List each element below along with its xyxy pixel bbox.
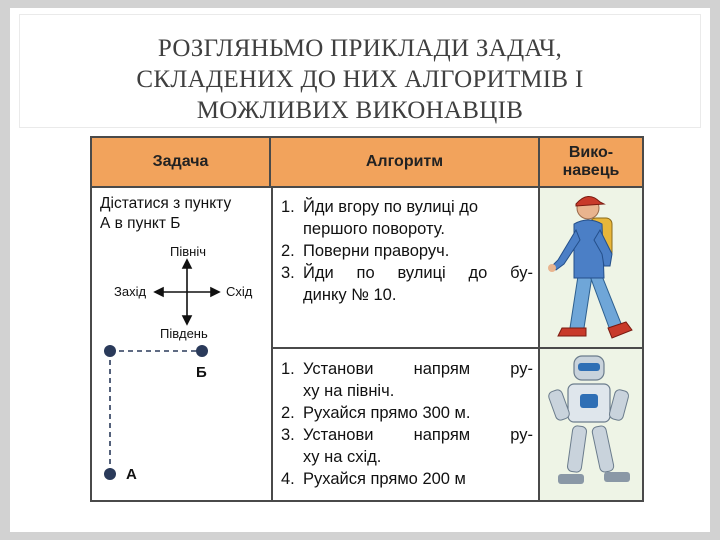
title-line-3: МОЖЛИВИХ ВИКОНАВЦІВ — [196, 97, 524, 124]
task-line-2: А в пункт Б — [100, 215, 181, 232]
step-line: Установи напрям ру- — [303, 426, 533, 444]
algorithm-1-step-1: 1. Йди вгору по вулиці до першого поворо… — [281, 196, 533, 240]
step-number: 4. — [281, 470, 295, 488]
compass-east-label: Схід — [226, 284, 253, 299]
route-lines — [109, 350, 202, 474]
header-executor: Вико- навець — [540, 138, 642, 186]
step-line: першого повороту. — [303, 220, 445, 238]
step-line: Рухайся прямо 300 м. — [303, 404, 471, 422]
step-line: Установи напрям ру- — [303, 360, 533, 378]
step-number: 2. — [281, 404, 295, 422]
algorithm-2-step-4: 4. Рухайся прямо 200 м — [281, 468, 533, 490]
header-executor-line-1: Вико- — [568, 144, 614, 161]
algorithm-1-step-2: 2. Поверни праворуч. — [281, 240, 533, 262]
step-line: динку № 10. — [303, 286, 397, 304]
algorithm-2-step-2: 2. Рухайся прямо 300 м. — [281, 402, 533, 424]
algorithm-table-image: Задача Алгоритм Вико- навець Дістатися з… — [82, 128, 650, 506]
step-number: 2. — [281, 242, 295, 260]
slide-title: РОЗГЛЯНЬМО ПРИКЛАДИ ЗАДАЧ, СКЛАДЕНИХ ДО … — [20, 33, 700, 126]
compass-arrows-icon — [153, 258, 221, 326]
compass-north-label: Північ — [170, 244, 206, 259]
algorithm-1-step-3: 3. Йди по вулиці до бу- динку № 10. — [281, 262, 533, 306]
robot-walking-icon — [548, 355, 630, 484]
person-walking-icon — [548, 196, 633, 339]
point-b-label: Б — [196, 364, 207, 381]
step-line: ху на схід. — [303, 448, 382, 466]
step-number: 3. — [281, 426, 295, 444]
title-band: РОЗГЛЯНЬМО ПРИКЛАДИ ЗАДАЧ, СКЛАДЕНИХ ДО … — [20, 15, 700, 127]
step-number: 1. — [281, 360, 295, 378]
compass-west-label: Захід — [114, 284, 147, 299]
step-number: 3. — [281, 264, 295, 282]
column-divider-1 — [271, 186, 273, 500]
title-line-2: СКЛАДЕНИХ ДО НИХ АЛГОРИТМІВ І — [136, 66, 584, 93]
step-line: ху на північ. — [303, 382, 395, 400]
step-line: Поверни праворуч. — [303, 242, 450, 260]
compass-south-label: Південь — [160, 326, 208, 341]
header-divider — [92, 186, 642, 188]
title-line-1: РОЗГЛЯНЬМО ПРИКЛАДИ ЗАДАЧ, — [157, 35, 563, 62]
route-corner-point — [104, 345, 116, 357]
point-b-marker — [196, 345, 208, 357]
header-task: Задача — [92, 138, 271, 186]
step-line: Йди по вулиці до бу- — [303, 264, 533, 282]
task-line-1: Дістатися з пункту — [100, 195, 232, 212]
algorithm-2-list: 1. Установи напрям ру- ху на північ. 2. … — [281, 358, 533, 490]
header-executor-line-2: навець — [562, 162, 620, 179]
task-description: Дістатися з пункту А в пункт Б — [100, 194, 270, 234]
algorithm-2-step-1: 1. Установи напрям ру- ху на північ. — [281, 358, 533, 402]
point-a-marker — [104, 468, 116, 480]
algorithm-1-list: 1. Йди вгору по вулиці до першого поворо… — [281, 196, 533, 306]
algorithm-table: Задача Алгоритм Вико- навець Дістатися з… — [90, 136, 644, 502]
compass-and-route-diagram — [104, 258, 221, 480]
step-number: 1. — [281, 198, 295, 216]
row-divider — [271, 347, 642, 349]
step-line: Йди вгору по вулиці до — [303, 198, 479, 216]
point-a-label: А — [126, 466, 137, 483]
step-line: Рухайся прямо 200 м — [303, 470, 466, 488]
column-divider-2 — [538, 186, 540, 500]
header-algorithm: Алгоритм — [271, 138, 540, 186]
algorithm-2-step-3: 3. Установи напрям ру- ху на схід. — [281, 424, 533, 468]
